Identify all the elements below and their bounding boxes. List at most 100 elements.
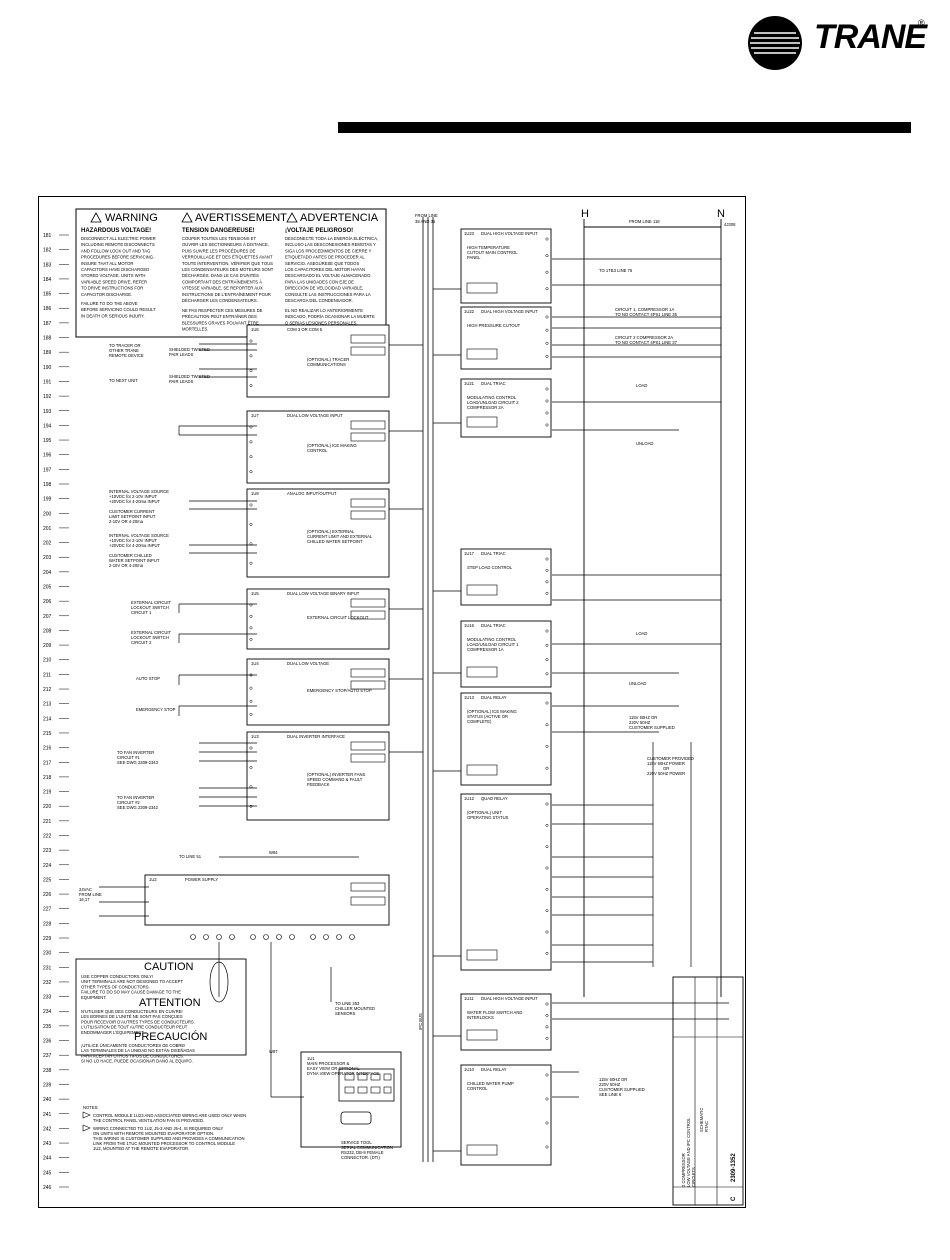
line-number: 209	[43, 643, 52, 649]
line-number: 245	[43, 1170, 52, 1176]
note1-a: CONTROL MODULE 1U23 AND ASSOCIATED WIRIN…	[93, 1113, 246, 1118]
ext1-a: EXTERNAL CIRCUIT	[131, 600, 172, 605]
warning-text-fr: MORTELLES.	[182, 327, 208, 332]
int-vs-1c: +20VDC for 4-20ma INPUT	[109, 499, 161, 504]
line-number: 225	[43, 877, 52, 883]
line-number: 240	[43, 1097, 52, 1103]
emergency-stop-label: EMERGENCY STOP	[136, 707, 176, 712]
caution-text-en: FAILURE TO DO SO MAY CAUSE DAMAGE TO THE	[81, 990, 181, 995]
cust-pump-a: 115V 60HZ OR	[599, 1077, 627, 1082]
caution-text-es: LAS TERMINALES DE LA UNIDAD NO ESTÁN DIS…	[81, 1048, 195, 1053]
cust-prov-d: 220V 50HZ POWER	[647, 771, 685, 776]
caution-text-en: UNIT TERMINALS ARE NOT DESIGNED TO ACCEP…	[81, 979, 183, 984]
module-id: 1U21	[464, 381, 475, 386]
module-title: QUAD RELAY	[481, 796, 508, 801]
shielded-2: SHIELDED TWISTED	[169, 374, 210, 379]
module-subtitle: WATER FLOW SWITCH AND	[467, 1010, 522, 1015]
module-title: POWER SUPPLY	[185, 877, 218, 882]
warning-text-fr: INSTRUCTIONS DE L'ENTRAÎNEMENT POUR	[182, 292, 271, 297]
notes: NOTES: CONTROL MODULE 1U23 AND ASSOCIATE…	[82, 1105, 246, 1151]
line-number: 212	[43, 687, 52, 693]
unload-label-1: UNLOAD	[636, 441, 653, 446]
from-line-b: FROM LINE	[79, 892, 102, 897]
fan-inv2-b: CIRCUIT #2	[117, 800, 140, 805]
line-number: 239	[43, 1082, 52, 1088]
main-proc-3: DYNA VIEW OPERATOR INTERFACE	[307, 1071, 379, 1076]
warning-text-en: INSURE THAT ALL MOTOR	[81, 261, 133, 266]
right-wiring	[552, 258, 729, 1098]
module-title: DUAL HIGH VOLTAGE INPUT	[481, 231, 538, 236]
line-number: 199	[43, 497, 52, 503]
module-subtitle: COMMUNICATIONS	[307, 362, 346, 367]
trane-logo	[748, 16, 802, 70]
warning-sub-en: HAZARDOUS VOLTAGE!	[81, 228, 151, 234]
note2-b: ON UNITS WITH REMOTE MOUNTED EVAPORATOR …	[93, 1131, 214, 1136]
note2-e: 1U2, MOUNTED AT THE REMOTE EVAPORATOR.	[93, 1146, 189, 1151]
cust-120-b: 220V 50HZ	[629, 720, 651, 725]
warning-text-fr: VITESSE VARIABLE, SE REPORTER AUX	[182, 286, 263, 291]
module-subtitle: HIGH PRESSURE CUTOUT	[467, 323, 521, 328]
warning-text-fr: BLESSURES GRAVES POUVANT ÊTRE	[182, 320, 259, 325]
ref-tag: 4J308	[724, 222, 736, 227]
module-id: 1U5	[251, 591, 259, 596]
module-title: DUAL HIGH VOLTAGE INPUT	[481, 996, 538, 1001]
int-vs-2a: INTERNAL VOLTAGE SOURCE	[109, 533, 169, 538]
warning-text-en: INCLUDING REMOTE DISCONNECTS	[81, 242, 155, 247]
warning-text-es: CONSULTE LAS INSTRUCCIONES PARA LA	[285, 292, 371, 297]
int-vs-1a: INTERNAL VOLTAGE SOURCE	[109, 489, 169, 494]
shielded-2b: PAIR LEADS	[169, 379, 194, 384]
module-title: DUAL HIGH VOLTAGE INPUT	[481, 309, 538, 314]
module-subtitle: EXTERNAL CIRCUIT LOCKOUT	[307, 615, 369, 620]
ext1-c: CIRCUIT 1	[131, 610, 152, 615]
line-number: 190	[43, 365, 52, 371]
warning-text-es: EL NO REALIZAR LO ANTERIORMENTE	[285, 308, 363, 313]
ext2-c: CIRCUIT 2	[131, 640, 152, 645]
module-subtitle: INTERLOCKS	[467, 1015, 494, 1020]
line-number: 229	[43, 936, 52, 942]
warning-text-es: INCLUSO LAS DESCONEXIONES REMOTAS Y	[285, 242, 376, 247]
module-title: DUAL LOW VOLTAGE INPUT	[287, 413, 343, 418]
caution-text-fr: L'UTILISATION DE TOUT AUTRE CONDUCTEUR P…	[81, 1025, 188, 1030]
int-vs-2b: +10VDC for 2-10V INPUT	[109, 538, 158, 543]
module-subtitle: FEEDBACK	[307, 782, 330, 787]
power-verticals	[583, 219, 722, 997]
warning-text-es: INDICADO, PODRÍA OCASIONAR LA MUERTE	[285, 314, 375, 319]
to-line-253-b: CHILLER MOUNTED	[335, 1006, 375, 1011]
module-id: 1U16	[464, 623, 475, 628]
module-subtitle: HIGH TEMPERATURE	[467, 245, 510, 250]
line-number: 195	[43, 438, 52, 444]
warning-text-es: PARA LAS UNIDADES CON EJE DE	[285, 279, 354, 284]
revision: C	[731, 1196, 737, 1201]
fan-inv2-a: TO FAN INVERTER	[117, 795, 154, 800]
line-number: 186	[43, 306, 52, 312]
warning-text-en: IN DEATH OR SERIOUS INJURY.	[81, 313, 145, 318]
w84-label: W84	[269, 850, 278, 855]
ext2-b: LOCKOUT SWITCH	[131, 635, 169, 640]
note2-c: THIS WIRING IS CUSTOMER SUPPLIED AND PRO…	[93, 1136, 245, 1141]
notes-title: NOTES:	[83, 1105, 99, 1110]
cust-prov-b: 115V 60HZ POWER	[647, 761, 685, 766]
module-id: 1U23	[464, 231, 475, 236]
warning-text-es: SERVICIO. ASEGÚRESE QUE TODOS	[285, 261, 359, 266]
warning-text-fr: PRÉCAUTION PEUT ENTRAÎNER DES	[182, 314, 257, 319]
warning-text-en: CAPACITOR DISCHARGE.	[81, 292, 132, 297]
line-number: 184	[43, 277, 52, 283]
cust-pump-d: SEE LINE 6	[599, 1092, 622, 1097]
line-number: 205	[43, 585, 52, 591]
cust-cl-c: 2-10V OR 4-20ma	[109, 519, 144, 524]
warning-text-en: PROCEDURES BEFORE SERVICING.	[81, 255, 154, 260]
line-number: 215	[43, 731, 52, 737]
line-number: 198	[43, 482, 52, 488]
module-1u23: 1U23 DUAL HIGH VOLTAGE INPUT HIGH TEMPERAT…	[433, 228, 552, 304]
warning-text-en: AND FOLLOW LOCK OUT AND TAG	[81, 248, 150, 253]
shielded-1: SHIELDED TWISTED	[169, 347, 210, 352]
